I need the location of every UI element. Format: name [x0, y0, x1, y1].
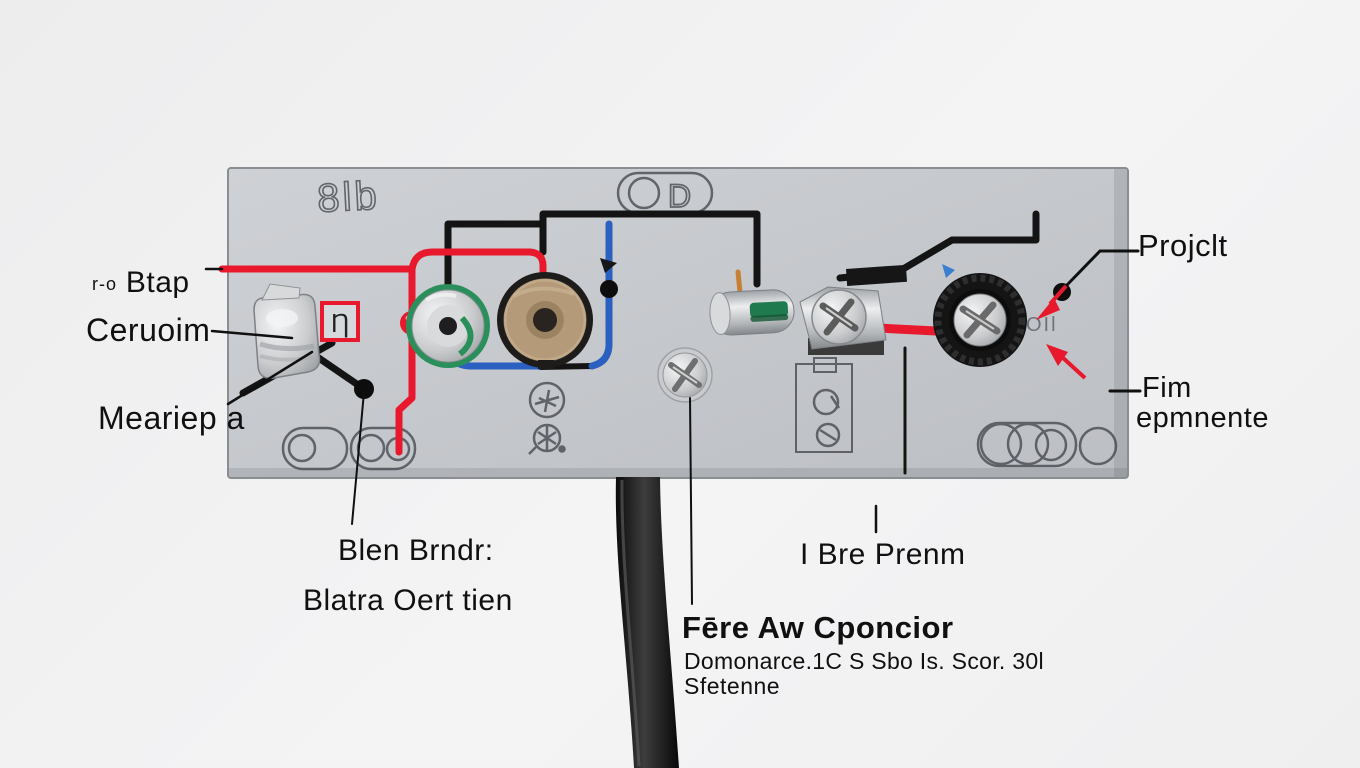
- green-ring-capacitor: [406, 284, 490, 368]
- label-blen-line1: Blen Brndr:: [338, 534, 494, 567]
- fuse-cylinder: [709, 289, 795, 336]
- brown-rotor-component: [497, 272, 593, 369]
- red-arrow-down-left: [1036, 298, 1060, 320]
- round-icon-1: [528, 381, 566, 419]
- label-fim-line2: epmnente: [1136, 402, 1269, 434]
- leader-projclt: [1064, 249, 1140, 288]
- small-blue-arrow: [942, 264, 955, 278]
- label-btap-text: Btap: [125, 266, 190, 299]
- wire-blue-2: [588, 220, 613, 370]
- panel-board: [227, 167, 1129, 479]
- stadium-mark-left-2: [349, 426, 417, 471]
- board-mark-oil: OIl: [1026, 314, 1058, 336]
- label-ibre-prenm: I Bre Prenm: [800, 538, 966, 571]
- board-mark-8lb: 8lb: [316, 174, 381, 221]
- label-projclt: Projclt: [1138, 228, 1228, 263]
- black-dot-1: [354, 379, 374, 399]
- red-arrows: [1036, 284, 1087, 380]
- board-printed-marks: 8lb D: [281, 171, 1118, 471]
- label-btap: r-o Btap: [92, 266, 190, 300]
- label-fere-line3: Sfetenne: [684, 673, 781, 699]
- leader-lines: [204, 249, 1142, 605]
- wire-black-1: [444, 220, 545, 294]
- black-knob: [933, 273, 1027, 367]
- phillips-screw: [657, 347, 713, 403]
- leader-meariep: [226, 350, 314, 406]
- blue-wire-arrow-mark: [600, 258, 617, 273]
- bracket-terminal: [799, 264, 908, 355]
- leader-ceruoim: [210, 329, 294, 340]
- label-fim-line1: Fim: [1142, 372, 1192, 404]
- wire-black-2: [539, 210, 761, 288]
- label-fere-line1: Fēre Aw Cponcior: [682, 610, 954, 645]
- toggle-mark-glyph: D: [668, 178, 691, 214]
- black-dot-2: [600, 280, 618, 298]
- label-blen-line2: Blatra Oert tien: [303, 584, 513, 617]
- red-square-mark: Ƞ: [320, 301, 360, 342]
- stadium-mark-left-1: [281, 426, 349, 471]
- metal-clip: [253, 283, 321, 379]
- circle-mark-right: [1078, 426, 1118, 466]
- wire-orange-stub: [735, 269, 743, 295]
- wire-red-branch: [408, 248, 547, 302]
- power-cable: [615, 477, 679, 768]
- label-btap-prefix: r-o: [92, 274, 117, 294]
- label-ceruoim: Ceruoim: [86, 312, 211, 348]
- leader-blen: [351, 391, 365, 525]
- label-meariep: Meariep a: [98, 400, 245, 436]
- red-square-glyph: Ƞ: [331, 308, 349, 338]
- component-outline-box: [795, 363, 853, 453]
- red-arrow-up-left: [1046, 344, 1068, 366]
- leader-fere: [689, 397, 693, 605]
- label-fere-line2: Domonarce.1C S Sbo Is. Scor. 30l: [684, 648, 1044, 674]
